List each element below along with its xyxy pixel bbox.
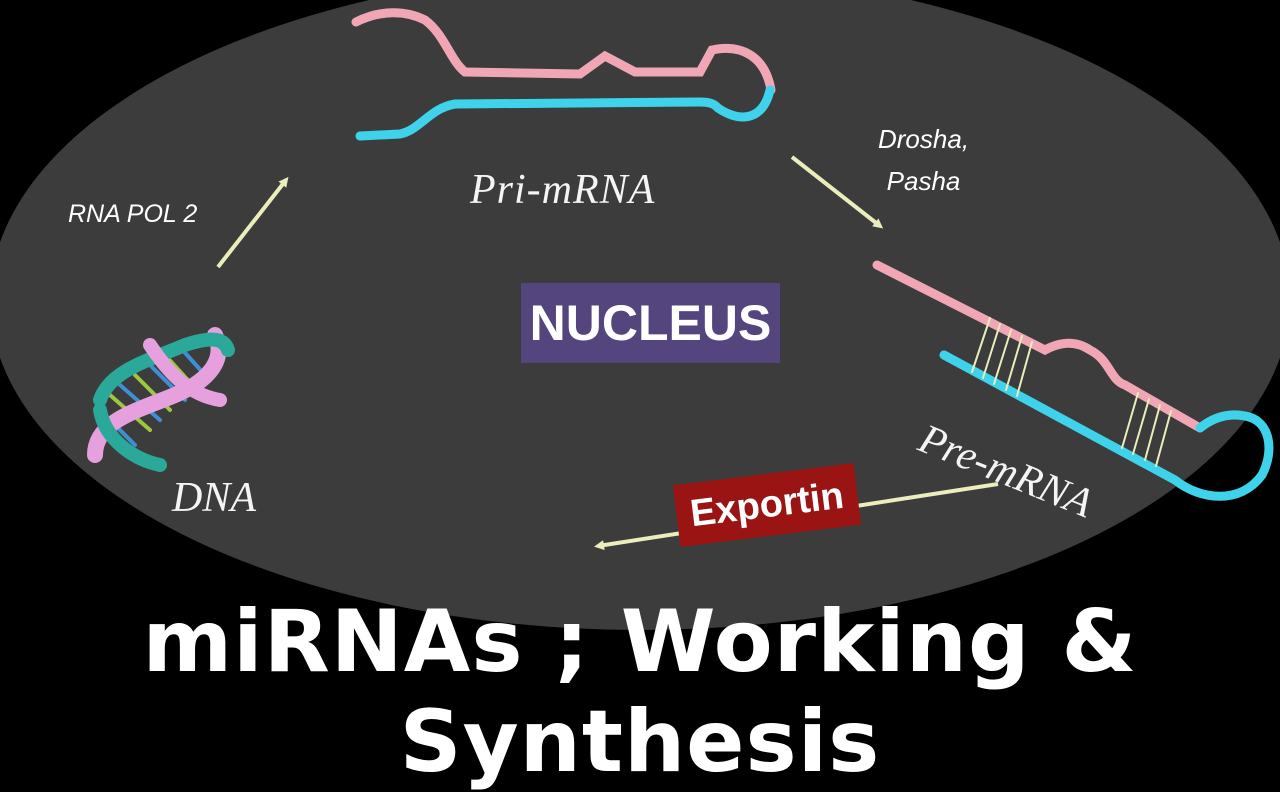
rna-pol-label: RNA POL 2 [68,200,198,228]
drosha-label-line1: Drosha, [878,124,970,154]
pri-mrna-cyan-strand [355,85,775,141]
drosha-pasha-label: Drosha, Pasha [878,118,969,202]
pre-mrna-base-pairs [971,317,1172,467]
pri-mrna-label: Pri-mRNA [470,167,656,213]
arrow-dna-to-pri [216,176,289,269]
pre-mrna-cyan-strand [939,350,1274,501]
drosha-label-line2: Pasha [886,166,961,196]
pri-mrna-hairpin [351,8,776,141]
pre-mrna-pink-strand [872,260,1205,433]
video-title: miRNAs ; Working & Synthesis [142,592,1138,792]
dna-helix-icon [87,327,235,472]
pre-mrna-hairpin [872,260,1274,501]
dna-label: DNA [172,475,256,521]
nucleus-badge: NUCLEUS [521,283,780,363]
arrow-pri-to-pre [790,155,884,229]
pri-mrna-pink-strand [351,8,776,95]
